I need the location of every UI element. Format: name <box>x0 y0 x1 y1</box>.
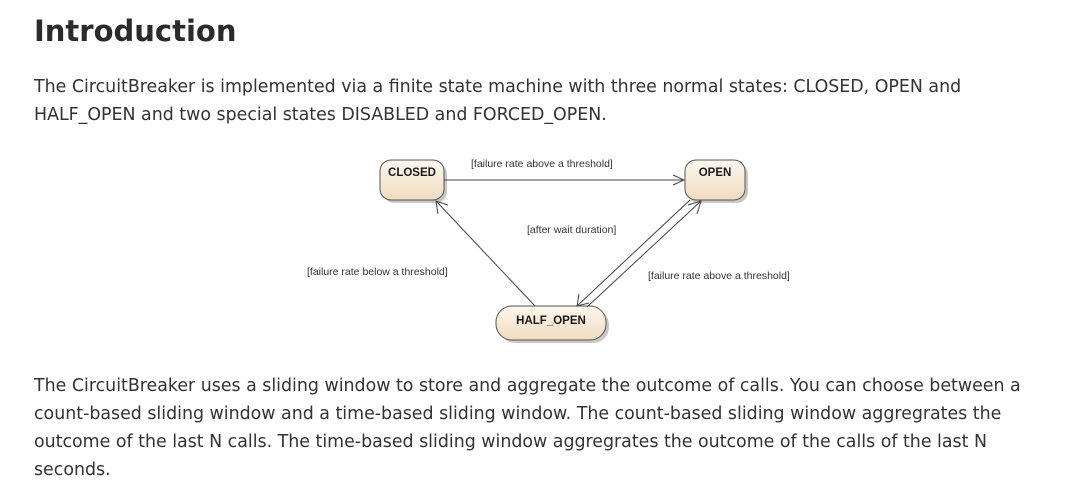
open-state-box <box>684 159 746 201</box>
closed-state-box <box>379 159 445 201</box>
transition-half-open-to-closed <box>435 200 536 307</box>
half-open-state: HALF_OPEN <box>495 305 607 341</box>
open-state-label: OPEN <box>699 167 732 179</box>
section-heading: Introduction <box>34 14 237 48</box>
label-closed-to-open: [failure rate above a threshold] <box>471 158 613 170</box>
edge-halfopen-closed-line <box>435 200 536 307</box>
transition-half-open-to-open <box>586 200 702 308</box>
open-state: OPEN <box>684 159 746 201</box>
transition-open-to-half-open <box>576 199 691 307</box>
edge-closed-open-arrowhead <box>672 174 686 186</box>
half-open-state-label: HALF_OPEN <box>516 315 586 327</box>
closed-state-label: CLOSED <box>388 167 436 179</box>
half-open-state-box <box>495 305 607 341</box>
edge-halfopen-open-arrowhead <box>687 200 702 215</box>
label-half-open-to-open: [failure rate above a threshold] <box>648 270 790 282</box>
state-machine-svg: CLOSED OPEN HALF_OPEN <box>307 158 790 343</box>
sliding-window-paragraph: The CircuitBreaker uses a sliding window… <box>34 376 1021 480</box>
transition-closed-to-open <box>444 174 686 186</box>
state-machine-diagram: CLOSED OPEN HALF_OPEN <box>294 150 854 350</box>
edge-halfopen-closed-arrowhead <box>435 200 449 215</box>
edge-open-halfopen-line <box>576 199 691 307</box>
label-half-open-to-closed: [failure rate below a threshold] <box>307 266 448 278</box>
closed-state: CLOSED <box>379 159 445 201</box>
label-open-to-half-open: [after wait duration] <box>527 224 616 236</box>
edge-open-halfopen-arrowhead <box>576 293 590 307</box>
intro-paragraph: The CircuitBreaker is implemented via a … <box>34 77 962 125</box>
edge-halfopen-open-line <box>586 200 702 308</box>
